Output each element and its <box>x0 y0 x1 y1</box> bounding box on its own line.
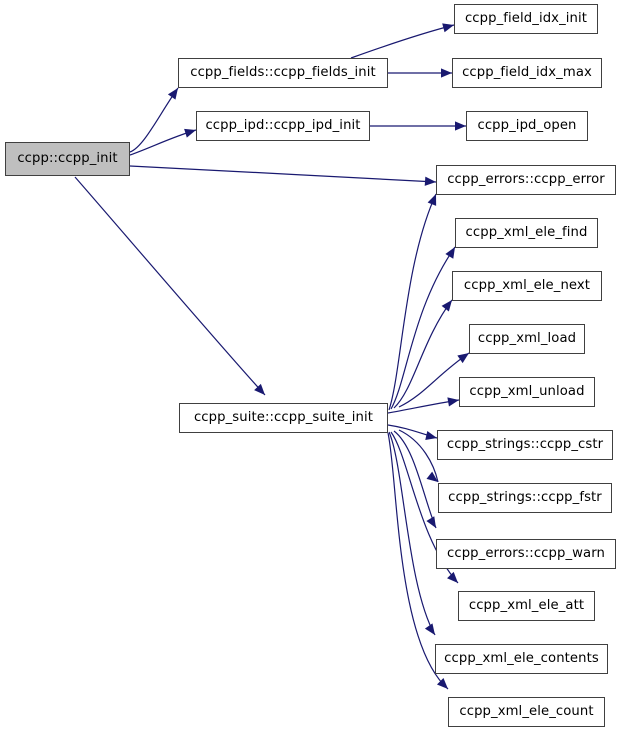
graph-node-xml_load[interactable]: ccpp_xml_load <box>469 324 585 354</box>
graph-node-label: ccpp_xml_ele_find <box>465 225 588 241</box>
graph-node-label: ccpp_xml_ele_count <box>459 704 594 720</box>
graph-node-ccpp_warn[interactable]: ccpp_errors::ccpp_warn <box>436 539 616 569</box>
edge-arrowhead <box>441 68 452 78</box>
graph-node-xml_ele_count[interactable]: ccpp_xml_ele_count <box>448 697 605 727</box>
graph-node-label: ccpp_suite::ccpp_suite_init <box>193 410 374 426</box>
graph-node-suite_init[interactable]: ccpp_suite::ccpp_suite_init <box>179 403 388 433</box>
graph-node-label: ccpp_strings::ccpp_fstr <box>448 490 602 506</box>
graph-node-field_idx_init[interactable]: ccpp_field_idx_init <box>454 4 598 34</box>
graph-node-fields_init[interactable]: ccpp_fields::ccpp_fields_init <box>178 58 388 88</box>
graph-edge <box>370 121 466 131</box>
edge-arrowhead <box>447 571 458 583</box>
graph-edge <box>74 176 266 396</box>
edge-arrowhead <box>455 121 466 131</box>
graph-node-label: ccpp_xml_ele_next <box>463 278 591 294</box>
graph-node-label: ccpp_field_idx_max <box>462 65 592 81</box>
graph-node-label: ccpp_errors::ccpp_warn <box>447 546 605 562</box>
graph-edge <box>129 87 179 153</box>
graph-node-xml_ele_find[interactable]: ccpp_xml_ele_find <box>455 218 598 248</box>
edge-arrowhead <box>436 677 448 689</box>
graph-edge <box>388 68 452 78</box>
graph-node-label: ccpp_xml_ele_att <box>468 598 585 614</box>
graph-node-label: ccpp_xml_ele_contents <box>444 651 599 667</box>
edge-arrowhead <box>424 623 435 635</box>
graph-edge <box>129 128 197 156</box>
graph-node-xml_ele_contents[interactable]: ccpp_xml_ele_contents <box>435 644 608 674</box>
graph-node-ipd_open[interactable]: ccpp_ipd_open <box>466 111 588 141</box>
edge-arrowhead <box>426 516 436 528</box>
graph-edge <box>393 430 437 529</box>
graph-node-label: ccpp_xml_load <box>477 331 577 347</box>
graph-edge <box>388 431 436 636</box>
graph-node-ipd_init[interactable]: ccpp_ipd::ccpp_ipd_init <box>196 111 370 141</box>
edge-arrowhead <box>424 176 436 186</box>
graph-edge <box>388 193 437 411</box>
edge-arrowhead <box>447 397 459 407</box>
graph-node-label: ccpp_ipd_open <box>477 118 577 134</box>
graph-node-xml_ele_att[interactable]: ccpp_xml_ele_att <box>458 591 595 621</box>
graph-edge <box>398 429 439 483</box>
graph-node-label: ccpp_errors::ccpp_error <box>447 172 605 188</box>
graph-node-xml_unload[interactable]: ccpp_xml_unload <box>459 377 595 407</box>
graph-node-ccpp_init[interactable]: ccpp::ccpp_init <box>5 142 130 176</box>
graph-node-label: ccpp_field_idx_init <box>464 11 588 27</box>
graph-edge <box>390 246 456 410</box>
graph-node-xml_ele_next[interactable]: ccpp_xml_ele_next <box>452 271 602 301</box>
graph-edge <box>393 299 453 409</box>
edge-arrowhead <box>254 383 265 395</box>
graph-node-label: ccpp_ipd::ccpp_ipd_init <box>205 118 361 134</box>
graph-node-label: ccpp_fields::ccpp_fields_init <box>190 65 376 81</box>
graph-node-label: ccpp_xml_unload <box>469 384 585 400</box>
graph-edge <box>387 397 460 414</box>
graph-node-ccpp_fstr[interactable]: ccpp_strings::ccpp_fstr <box>438 483 612 513</box>
graph-edge <box>387 424 438 441</box>
graph-node-ccpp_error[interactable]: ccpp_errors::ccpp_error <box>436 165 616 195</box>
graph-node-label: ccpp::ccpp_init <box>17 151 118 167</box>
graph-node-field_idx_max[interactable]: ccpp_field_idx_max <box>452 58 602 88</box>
graph-node-ccpp_cstr[interactable]: ccpp_strings::ccpp_cstr <box>437 430 613 460</box>
graph-node-label: ccpp_strings::ccpp_cstr <box>446 437 604 453</box>
graph-edge <box>129 165 437 186</box>
graph-edge <box>350 23 455 59</box>
